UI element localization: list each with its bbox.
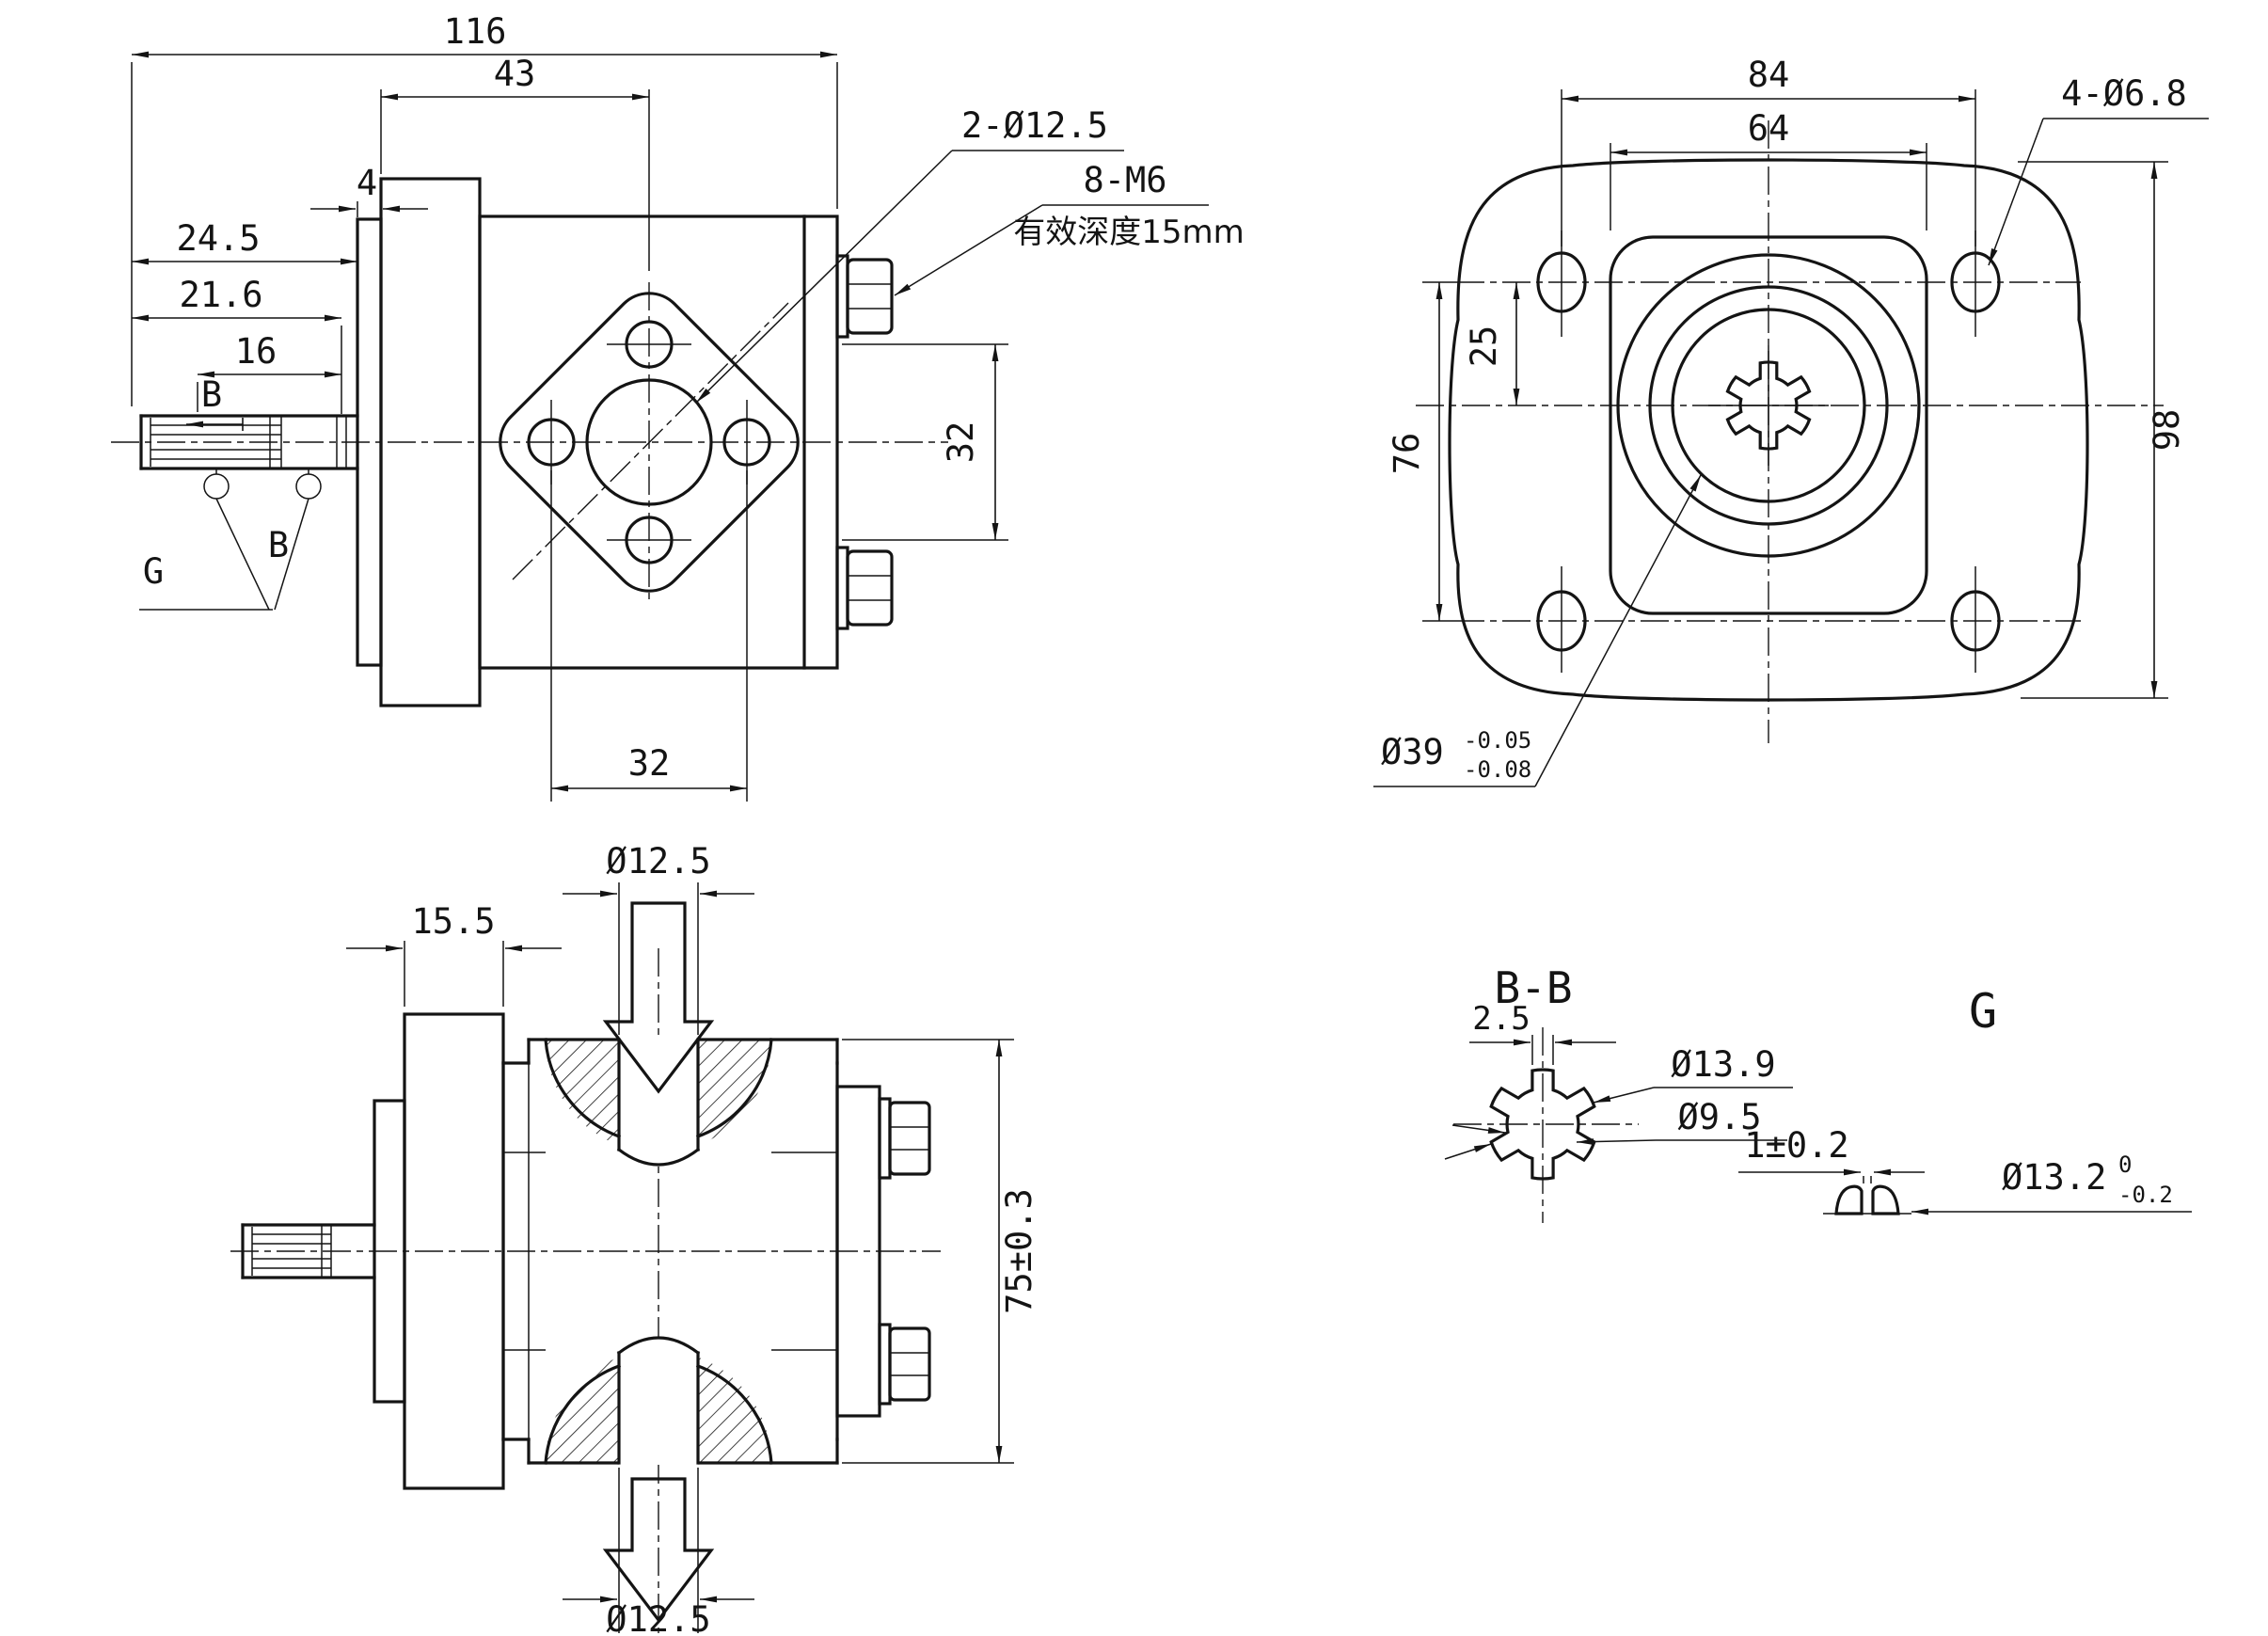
dim-bolt-span-vertical: 76 <box>1387 281 1456 622</box>
svg-text:32: 32 <box>628 743 671 784</box>
dim-overall-length: 116 <box>131 11 838 406</box>
svg-text:B: B <box>201 374 222 415</box>
rear-view: 84 64 4-Ø6.8 25 76 <box>1373 55 2209 787</box>
svg-text:21.6: 21.6 <box>179 275 262 315</box>
label-port-bores: 2-Ø12.5 <box>695 105 1124 404</box>
flange-plate-outline <box>1448 158 2089 702</box>
svg-text:116: 116 <box>444 11 507 52</box>
spline-section-profile <box>1489 1068 1596 1181</box>
cover-bolt-top-view-1 <box>878 1097 931 1180</box>
groove-profile <box>1823 1176 1911 1215</box>
dim-port-position: 43 <box>380 54 650 271</box>
detail-g: G 1±0.2 Ø13.2 0 -0.2 <box>1738 984 2192 1215</box>
inlet-port <box>544 1038 773 1167</box>
section-bb-title: B-B <box>1494 962 1572 1013</box>
section-b-b: B-B 2.5 Ø13.9 Ø9.5 <box>1444 962 1793 1223</box>
cover-bolt-top <box>835 254 894 339</box>
dim-inlet-diameter: Ø12.5 <box>563 841 754 1035</box>
dim-body-width: 64 <box>1610 108 1927 230</box>
dim-port-holes-vertical: 32 <box>842 343 1008 541</box>
rear-cover-top <box>835 1085 881 1418</box>
port-bore <box>585 378 713 506</box>
drive-shaft-top <box>241 1223 376 1279</box>
port-diagonal-centerline <box>512 302 789 580</box>
top-view: Ø12.5 Ø12.5 15.5 <box>230 841 1039 1636</box>
section-b-cut-mark: B <box>186 374 244 431</box>
dim-groove-width: 1±0.2 <box>1738 1125 1925 1176</box>
pump-body <box>478 214 839 670</box>
svg-text:Ø9.5: Ø9.5 <box>1677 1097 1761 1137</box>
dim-outlet-diameter: Ø12.5 <box>563 1468 754 1636</box>
flow-arrow-outlet <box>602 1477 715 1623</box>
svg-text:4: 4 <box>357 163 377 203</box>
svg-text:Ø12.5: Ø12.5 <box>606 1599 710 1636</box>
svg-text:-0.05: -0.05 <box>1464 727 1531 754</box>
port-pad <box>499 292 800 593</box>
drive-spline-profile <box>1725 360 1812 451</box>
dim-port-holes-horizontal: 32 <box>550 470 748 802</box>
svg-text:64: 64 <box>1748 108 1790 149</box>
body-circle <box>1616 253 1921 558</box>
svg-text:24.5: 24.5 <box>176 218 260 259</box>
svg-text:4-Ø6.8: 4-Ø6.8 <box>2061 73 2187 114</box>
dim-port-face-span: 75±0.3 <box>842 1039 1039 1464</box>
outlet-port <box>544 1336 773 1465</box>
label-tapped-holes: 8-M6 有效深度15mm <box>894 160 1245 296</box>
svg-text:1±0.2: 1±0.2 <box>1744 1125 1848 1166</box>
section-indicators: B G <box>139 469 322 611</box>
svg-text:Ø13.9: Ø13.9 <box>1671 1044 1775 1085</box>
dim-shaft-extension: 24.5 <box>132 218 357 265</box>
dim-bolt-span: 84 <box>1561 55 1976 246</box>
svg-text:84: 84 <box>1748 55 1790 95</box>
section-circle-left <box>203 473 230 500</box>
svg-text:15.5: 15.5 <box>411 901 495 942</box>
svg-text:2-Ø12.5: 2-Ø12.5 <box>961 105 1108 146</box>
svg-text:32: 32 <box>941 421 981 464</box>
dim-spigot-step: 4 <box>310 163 428 217</box>
flow-arrow-inlet <box>602 901 715 1094</box>
svg-text:Ø12.5: Ø12.5 <box>606 841 710 882</box>
dim-spline-length: 16 <box>197 331 341 412</box>
svg-text:0: 0 <box>2118 1152 2132 1178</box>
dim-groove-position: 21.6 <box>132 275 342 414</box>
label-spline-root-dia: Ø9.5 <box>1451 1097 1787 1145</box>
cover-bolt-bottom <box>835 546 894 630</box>
label-groove-diameter: Ø13.2 0 -0.2 <box>1911 1152 2192 1215</box>
section-circle-right <box>295 473 322 500</box>
svg-text:-0.08: -0.08 <box>1464 756 1531 783</box>
svg-text:Ø39: Ø39 <box>1381 732 1444 772</box>
svg-text:25: 25 <box>1464 326 1504 368</box>
detail-g-title: G <box>1969 984 1997 1039</box>
label-spigot-diameter: Ø39 -0.05 -0.08 <box>1373 474 1702 787</box>
label-flange-holes: 4-Ø6.8 <box>1988 73 2209 266</box>
svg-text:43: 43 <box>494 54 536 94</box>
section-label-b-lower: B <box>268 525 289 565</box>
dim-center-offset: 25 <box>1464 282 1520 405</box>
svg-text:2.5: 2.5 <box>1472 1000 1530 1038</box>
svg-text:75±0.3: 75±0.3 <box>999 1188 1039 1314</box>
boss-circle <box>1648 285 1889 526</box>
svg-text:8-M6: 8-M6 <box>1083 160 1166 200</box>
svg-text:Ø13.2: Ø13.2 <box>2002 1157 2106 1198</box>
drive-shaft <box>139 414 359 470</box>
side-view: B G <box>111 11 1245 802</box>
svg-text:16: 16 <box>235 331 278 372</box>
svg-text:76: 76 <box>1387 433 1427 475</box>
note-thread-depth: 有效深度15mm <box>1013 214 1245 251</box>
detail-g-reference: G <box>143 551 164 592</box>
cover-bolt-top-view-2 <box>878 1323 931 1406</box>
label-spline-tip-dia: Ø13.9 <box>1444 1044 1793 1160</box>
dim-flange-thickness: 15.5 <box>346 901 562 1007</box>
dim-spline-tooth-width: 2.5 <box>1469 1000 1616 1065</box>
dim-flange-height: 98 <box>2018 161 2187 699</box>
spigot-circle <box>1671 308 1866 503</box>
body-contour <box>1609 235 1928 615</box>
svg-text:-0.2: -0.2 <box>2118 1182 2173 1208</box>
svg-text:98: 98 <box>2147 409 2187 452</box>
